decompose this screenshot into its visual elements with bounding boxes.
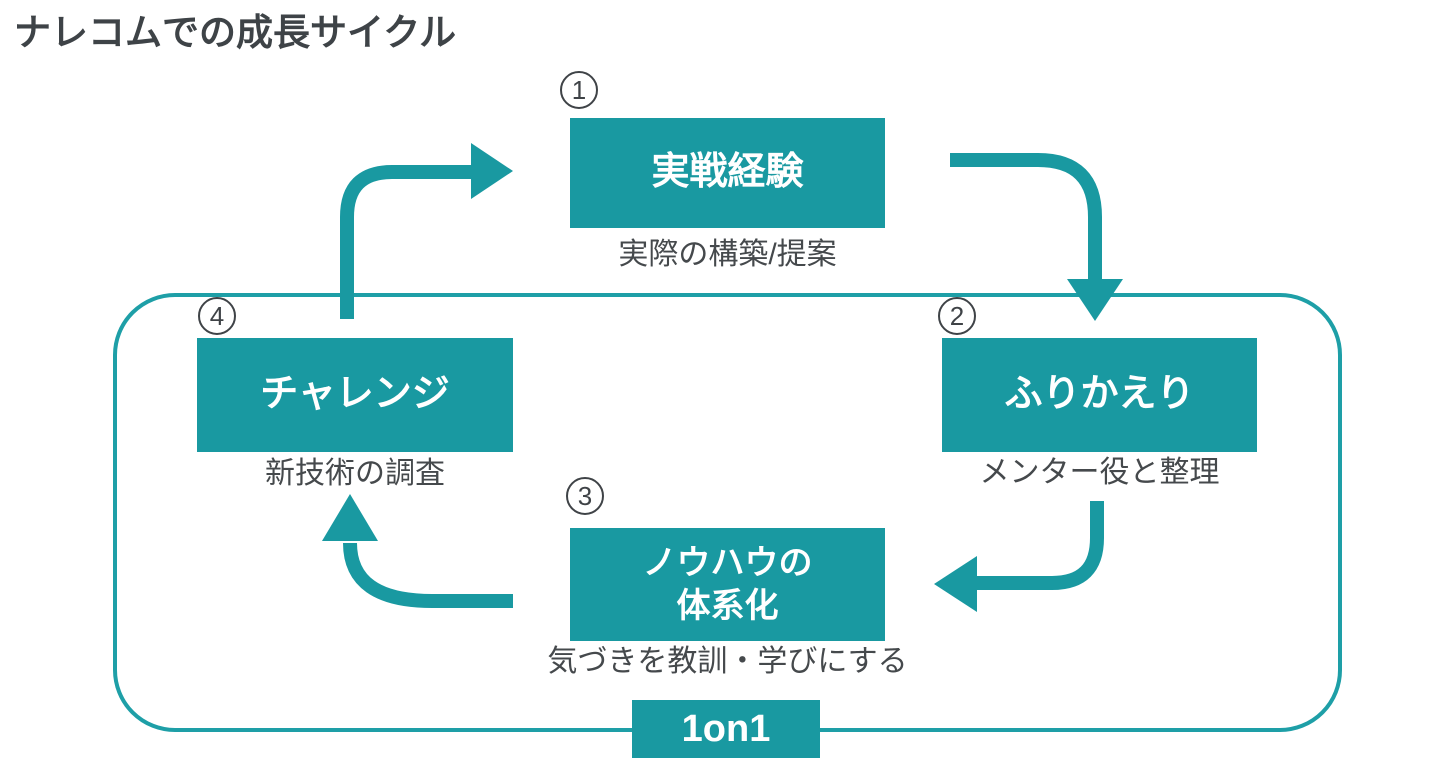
step-1-number-badge: 1 bbox=[560, 71, 598, 109]
arrow-step1-to-step2 bbox=[950, 153, 1102, 280]
step-3-number-badge: 3 bbox=[566, 477, 604, 515]
page-title: ナレコムでの成長サイクル bbox=[14, 12, 457, 53]
step-2-number-badge: 2 bbox=[938, 297, 976, 335]
step-1-box: 実戦経験 bbox=[570, 118, 885, 228]
step-4-description: 新技術の調査 bbox=[265, 457, 445, 490]
step-1-description: 実際の構築/提案 bbox=[618, 238, 837, 271]
arrowhead-step4-to-step1-icon bbox=[471, 143, 513, 199]
step-2-box: ふりかえり bbox=[942, 338, 1257, 452]
step-4-number-badge: 4 bbox=[198, 297, 236, 335]
step-4-box: チャレンジ bbox=[197, 338, 513, 452]
step-2-description: メンター役と整理 bbox=[979, 456, 1220, 489]
step-3-box: ノウハウの 体系化 bbox=[570, 528, 885, 641]
one-on-one-label: 1on1 bbox=[632, 700, 820, 758]
step-3-description: 気づきを教訓・学びにする bbox=[547, 645, 908, 678]
